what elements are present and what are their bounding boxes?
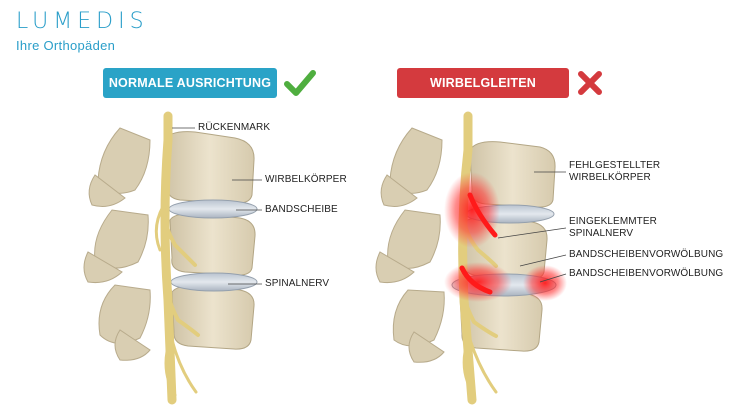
label-misaligned-vertebra: FEHLGESTELLTER WIRBELKÖRPER [569, 160, 661, 183]
label-pinched-nerve: EINGEKLEMMTER SPINALNERV [569, 216, 657, 239]
label-vertebral-body: WIRBELKÖRPER [265, 174, 347, 185]
label-spinal-cord: RÜCKENMARK [198, 122, 271, 133]
inflammation-highlights [444, 172, 567, 302]
label-disc-bulge-1: BANDSCHEIBENVORWÖLBUNG [569, 249, 724, 260]
slip-leader-lines [497, 171, 567, 283]
normal-leader-lines [172, 127, 262, 285]
brand-tagline: Ihre Orthopäden [16, 38, 116, 53]
cross-icon [578, 71, 602, 95]
normal-posterior-elements [83, 127, 151, 361]
slip-posterior-elements [375, 127, 445, 363]
normal-alignment-badge: NORMALE AUSRICHTUNG [103, 68, 277, 98]
check-icon [284, 70, 316, 96]
brand-logo: LUMEDIS Ihre Orthopäden [16, 9, 149, 54]
normal-vertebral-bodies [164, 131, 256, 350]
label-disc: BANDSCHEIBE [265, 204, 338, 215]
spondylolisthesis-badge: WIRBELGLEITEN [397, 68, 569, 98]
brand-name: LUMEDIS [16, 9, 149, 34]
label-disc-bulge-2: BANDSCHEIBENVORWÖLBUNG [569, 268, 724, 279]
label-spinal-nerve: SPINALNERV [265, 278, 330, 289]
normal-spinal-cord [154, 111, 200, 405]
